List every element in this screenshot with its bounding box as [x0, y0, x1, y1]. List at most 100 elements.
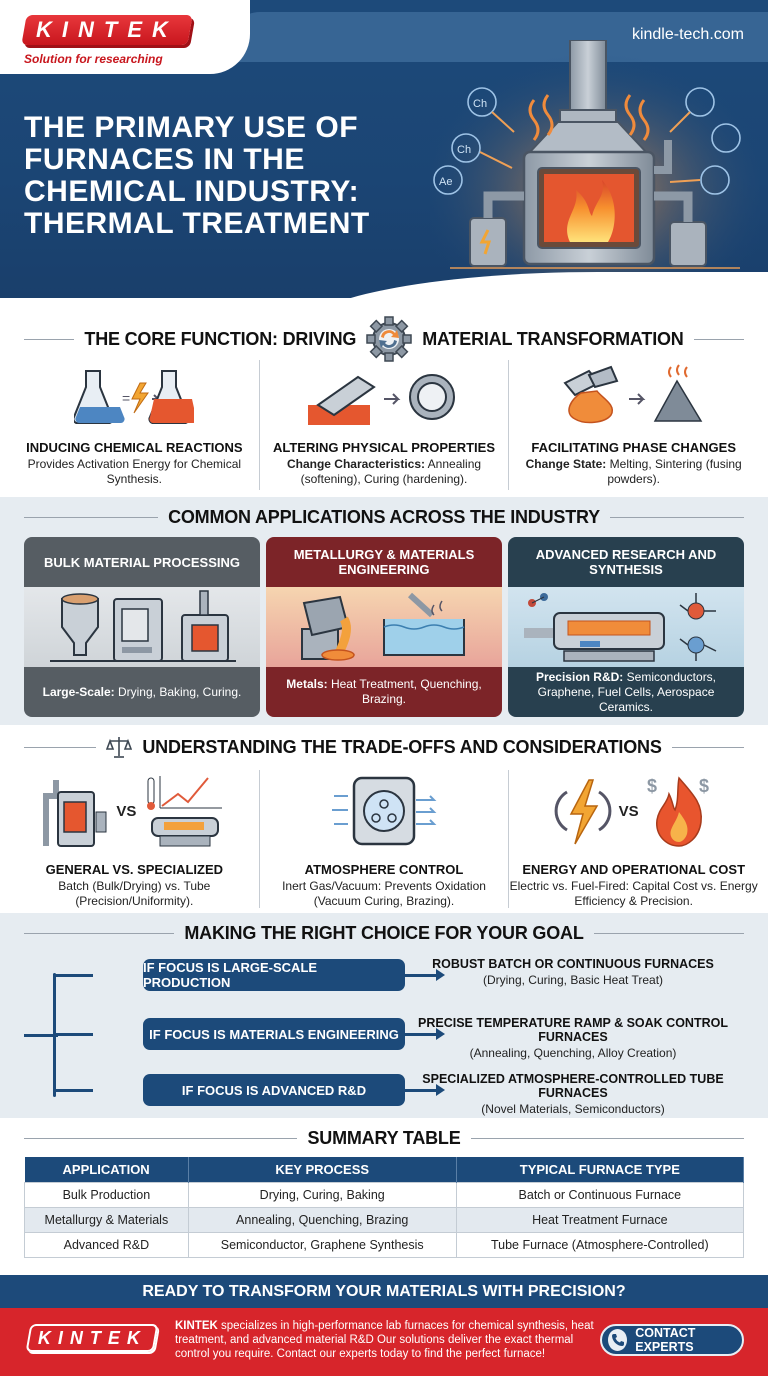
recommendation: PRECISE TEMPERATURE RAMP & SOAK CONTROL …	[393, 1016, 753, 1060]
core-item-desc: Provides Activation Energy for Chemical …	[10, 457, 259, 487]
summary-table: APPLICATION KEY PROCESS TYPICAL FURNACE …	[24, 1157, 745, 1258]
summary-heading: SUMMARY TABLE	[24, 1128, 745, 1149]
divider	[24, 933, 175, 934]
divider	[24, 746, 97, 748]
column-header: TYPICAL FURNACE TYPE	[456, 1157, 745, 1182]
gear-cycle-icon	[366, 316, 412, 362]
core-item-desc-text: Provides Activation Energy for Chemical …	[27, 457, 242, 486]
tradeoff-atmosphere-control: ATMOSPHERE CONTROL Inert Gas/Vacuum: Pre…	[258, 770, 509, 908]
heading-text: UNDERSTANDING THE TRADE-OFFS AND CONSIDE…	[142, 736, 662, 757]
condition-pill[interactable]: IF FOCUS IS ADVANCED R&D	[143, 1074, 405, 1106]
heading-text: MAKING THE RIGHT CHOICE FOR YOUR GOAL	[184, 923, 584, 943]
footer-text: specializes in high-performance lab furn…	[175, 1320, 594, 1360]
table-header-row: APPLICATION KEY PROCESS TYPICAL FURNACE …	[24, 1157, 745, 1182]
summary-section: SUMMARY TABLE APPLICATION KEY PROCESS TY…	[0, 1118, 768, 1275]
tradeoff-title: ENERGY AND OPERATIONAL COST	[522, 862, 746, 877]
application-cards: BULK MATERIAL PROCESSING Large-Scal	[24, 537, 744, 717]
core-item-desc-text: Annealing (softening), Curing (hardening…	[300, 457, 482, 486]
heading-text-left: THE CORE FUNCTION: DRIVING	[84, 328, 357, 349]
column-header: KEY PROCESS	[188, 1157, 457, 1182]
app-card-metallurgy: METALLURGY & MATERIALS ENGINEERING Metal…	[266, 537, 502, 717]
logo-text: KINTEK	[36, 17, 178, 42]
core-item-desc-text: Melting, Sintering (fusing powders).	[606, 457, 742, 486]
contact-button-label: CONTACT EXPERTS	[635, 1326, 696, 1354]
svg-text:$: $	[647, 776, 657, 796]
core-item-label: Change State:	[525, 457, 607, 471]
heading-text: COMMON APPLICATIONS ACROSS THE INDUSTRY	[168, 507, 600, 527]
applications-heading: COMMON APPLICATIONS ACROSS THE INDUSTRY	[24, 507, 744, 528]
svg-text:$: $	[699, 776, 709, 796]
divider	[671, 746, 745, 748]
page-title: THE PRIMARY USE OF FURNACES IN THE CHEMI…	[24, 111, 370, 240]
core-item-title: ALTERING PHYSICAL PROPERTIES	[273, 440, 495, 455]
arrow-right-icon	[405, 1084, 445, 1096]
core-function-columns: = INDUCING CHEMICAL REACTIONS Provides A…	[10, 360, 758, 490]
recommendation: SPECIALIZED ATMOSPHERE-CONTROLLED TUBE F…	[393, 1072, 753, 1116]
vs-label: VS	[116, 802, 137, 820]
molten-metal-pour-icon	[266, 587, 502, 667]
core-item-desc: Change State: Melting, Sintering (fusing…	[509, 457, 758, 487]
tradeoffs-heading: UNDERSTANDING THE TRADE-OFFS AND CONSIDE…	[24, 734, 745, 760]
app-card-desc: Precision R&D: Semiconductors, Graphene,…	[508, 667, 744, 717]
recommendation-title: SPECIALIZED ATMOSPHERE-CONTROLLED TUBE F…	[422, 1072, 724, 1100]
metal-bar-to-gear-icon	[260, 360, 509, 432]
svg-text:Ch: Ch	[457, 144, 471, 156]
divider	[24, 517, 159, 518]
core-item-desc: Change Characteristics: Annealing (softe…	[260, 457, 509, 487]
logo-tagline: Solution for researching	[24, 52, 163, 66]
vs-label: VS	[618, 802, 639, 820]
condition-pill[interactable]: IF FOCUS IS LARGE-SCALE PRODUCTION	[143, 959, 405, 991]
recommendation-detail: (Drying, Curing, Basic Heat Treat)	[482, 973, 664, 987]
divider	[609, 517, 744, 518]
hero-curve-decoration	[298, 272, 768, 298]
tradeoff-general-vs-specialized: VS GENERAL VS. SPECIALIZED Batch (Bulk/D…	[10, 770, 259, 908]
tradeoffs-columns: VS GENERAL VS. SPECIALIZED Batch (Bulk/D…	[10, 770, 758, 908]
recommendation-detail: (Annealing, Quenching, Alloy Creation)	[469, 1046, 677, 1060]
cta-banner: READY TO TRANSFORM YOUR MATERIALS WITH P…	[0, 1275, 768, 1308]
decision-row-large-scale: IF FOCUS IS LARGE-SCALE PRODUCTION ROBUS…	[53, 957, 753, 991]
table-row: Advanced R&D Semiconductor, Graphene Syn…	[24, 1231, 745, 1258]
kintek-footer-logo[interactable]: KINTEK	[25, 1324, 159, 1352]
flask-reaction-icon: =	[10, 360, 259, 432]
decision-heading: MAKING THE RIGHT CHOICE FOR YOUR GOAL	[24, 923, 744, 944]
divider	[24, 338, 75, 340]
table-cell: Metallurgy & Materials	[24, 1206, 189, 1233]
recommendation: ROBUST BATCH OR CONTINUOUS FURNACES (Dry…	[393, 957, 753, 987]
svg-text:=: =	[122, 390, 130, 406]
branch-line	[53, 1033, 93, 1036]
core-function-section: THE CORE FUNCTION: DRIVING MATERIAL TRAN…	[0, 300, 768, 497]
footer: KINTEK KINTEK specializes in high-perfor…	[0, 1308, 768, 1376]
arrow-right-icon	[405, 1028, 445, 1040]
condition-pill[interactable]: IF FOCUS IS MATERIALS ENGINEERING	[143, 1018, 405, 1050]
contact-experts-button[interactable]: CONTACT EXPERTS	[600, 1324, 744, 1356]
electric-vs-fuel-icon: VS $ $	[509, 770, 758, 852]
svg-text:Ch: Ch	[473, 98, 487, 110]
table-cell: Semiconductor, Graphene Synthesis	[187, 1231, 457, 1258]
furnace-with-flame-icon: Ch Ch Ae	[430, 40, 760, 290]
core-item-chemical-reactions: = INDUCING CHEMICAL REACTIONS Provides A…	[10, 360, 259, 490]
app-card-desc-text: Semiconductors, Graphene, Fuel Cells, Ae…	[537, 669, 717, 714]
site-url-link[interactable]: kindle-tech.com	[631, 26, 744, 43]
recommendation-detail: (Novel Materials, Semiconductors)	[481, 1102, 665, 1116]
tradeoffs-section: UNDERSTANDING THE TRADE-OFFS AND CONSIDE…	[0, 725, 768, 913]
app-card-bulk-processing: BULK MATERIAL PROCESSING Large-Scal	[24, 537, 260, 717]
heading-text: SUMMARY TABLE	[307, 1128, 461, 1148]
divider	[470, 1138, 745, 1139]
table-cell: Annealing, Quenching, Brazing	[187, 1206, 457, 1233]
brand-name: KINTEK	[175, 1320, 218, 1332]
core-item-title: FACILITATING PHASE CHANGES	[531, 440, 736, 455]
branch-line	[53, 974, 93, 977]
tradeoff-desc: Electric vs. Fuel-Fired: Capital Cost vs…	[509, 879, 758, 908]
decision-tree-trunk	[24, 1034, 58, 1037]
tradeoff-desc: Inert Gas/Vacuum: Prevents Oxidation (Va…	[282, 879, 486, 908]
balance-scale-icon	[106, 737, 133, 758]
kintek-logo[interactable]: KINTEK	[21, 15, 193, 45]
app-card-label: Precision R&D:	[535, 669, 624, 684]
table-cell: Drying, Curing, Baking	[187, 1181, 457, 1208]
arrow-right-icon	[405, 969, 445, 981]
core-item-label: Change Characteristics:	[286, 457, 425, 471]
table-cell: Bulk Production	[24, 1181, 189, 1208]
tradeoff-title: GENERAL VS. SPECIALIZED	[45, 862, 224, 877]
industrial-ovens-icon	[24, 587, 260, 667]
